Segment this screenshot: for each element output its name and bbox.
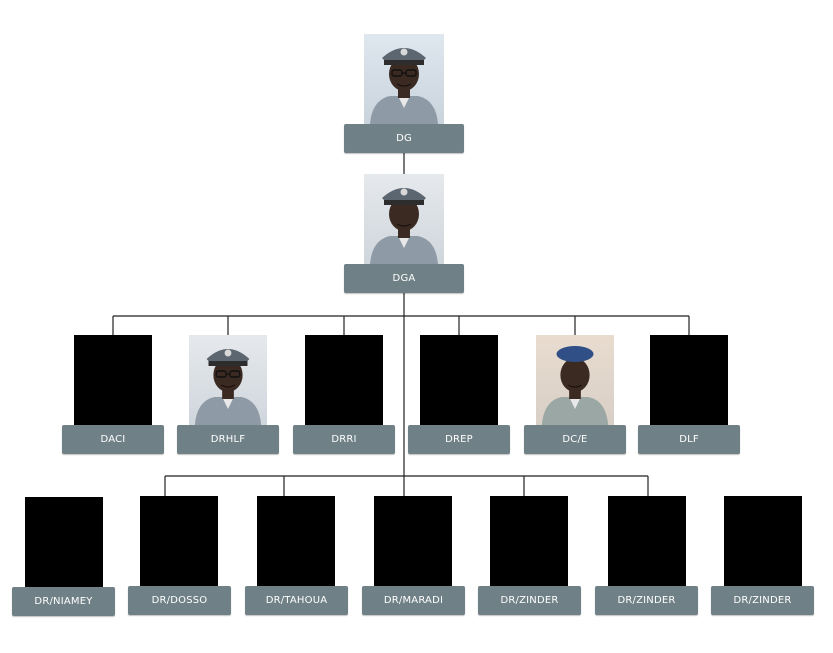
photo-placeholder <box>74 335 152 425</box>
node-label: DRHLF <box>177 425 279 454</box>
node-label: DG <box>344 124 464 153</box>
node-label: DGA <box>344 264 464 293</box>
portrait-woman-cap-icon <box>364 174 444 264</box>
node-label: DRRI <box>293 425 395 454</box>
portrait-woman-glasses-icon <box>189 335 267 425</box>
photo-placeholder <box>420 335 498 425</box>
photo-placeholder <box>140 496 218 586</box>
portrait-man-cap-icon <box>364 34 444 124</box>
photo-placeholder <box>650 335 728 425</box>
node-label: DR/DOSSO <box>128 586 231 615</box>
photo-placeholder <box>25 497 103 587</box>
node-label: DC/E <box>524 425 626 454</box>
photo-placeholder <box>724 496 802 586</box>
node-label: DACI <box>62 425 164 454</box>
node-label: DR/MARADI <box>362 586 465 615</box>
node-label: DLF <box>638 425 740 454</box>
photo-placeholder <box>490 496 568 586</box>
photo-placeholder <box>608 496 686 586</box>
photo-placeholder <box>374 496 452 586</box>
node-label: DR/ZINDER <box>478 586 581 615</box>
photo-placeholder <box>257 496 335 586</box>
node-label: DREP <box>408 425 510 454</box>
node-label: DR/ZINDER <box>595 586 698 615</box>
photo-placeholder <box>305 335 383 425</box>
node-label: DR/NIAMEY <box>12 587 115 616</box>
portrait-man-beret-icon <box>536 335 614 425</box>
node-label: DR/ZINDER <box>711 586 814 615</box>
node-label: DR/TAHOUA <box>245 586 348 615</box>
